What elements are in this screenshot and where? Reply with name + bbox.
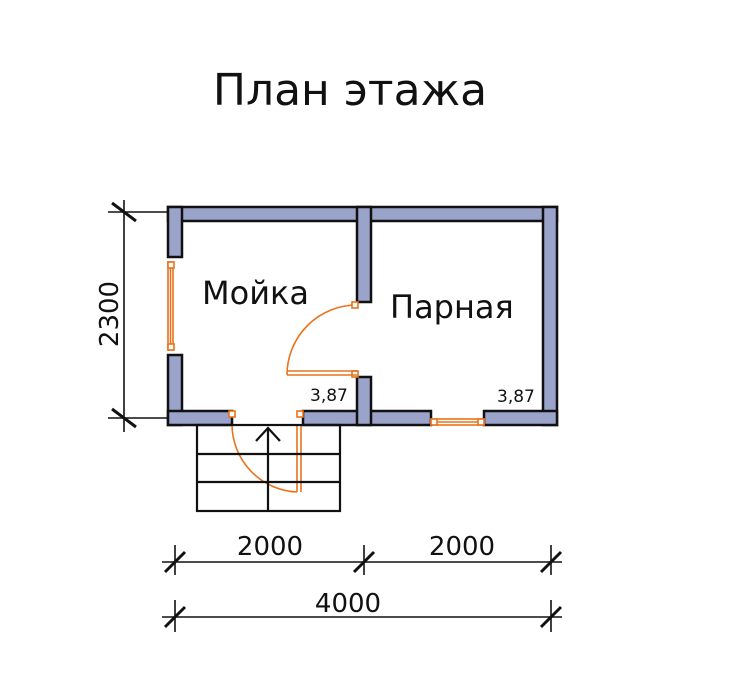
width-total-label: 4000 — [315, 589, 381, 619]
openings — [167, 261, 485, 493]
window-left — [167, 261, 175, 351]
interior-door — [286, 301, 359, 378]
width-dimension-total — [162, 600, 563, 632]
wall-bottom-3 — [482, 409, 559, 427]
room-label-steam-room: Парная — [390, 288, 514, 326]
area-label-steam-room: 3,87 — [497, 387, 535, 407]
plan-title: План этажа — [213, 65, 487, 116]
entrance-door — [228, 410, 304, 493]
height-dimension-label: 2300 — [95, 281, 125, 347]
wall-left-upper — [166, 205, 184, 259]
arrow-head-icon — [255, 426, 281, 442]
height-dimension — [108, 200, 168, 432]
width-left-label: 2000 — [237, 532, 303, 562]
wall-right — [541, 205, 559, 427]
width-right-label: 2000 — [429, 532, 495, 562]
partition-lower — [355, 375, 373, 427]
porch-steps — [195, 423, 342, 513]
room-label-washroom: Мойка — [202, 274, 309, 312]
width-dimension-partial — [162, 545, 563, 575]
partition-upper — [355, 205, 373, 304]
window-bottom — [430, 418, 485, 426]
walls — [166, 205, 559, 427]
area-label-washroom: 3,87 — [310, 386, 348, 406]
wall-bottom-1 — [166, 409, 234, 427]
